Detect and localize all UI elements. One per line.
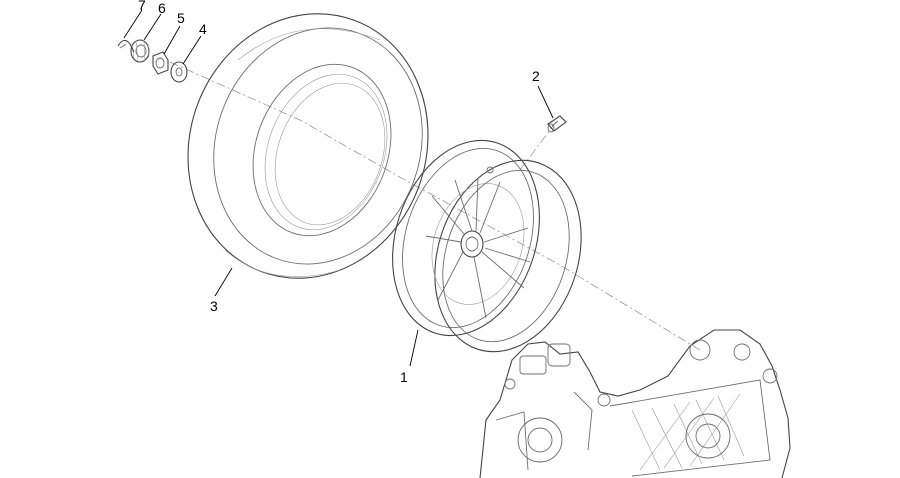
callout-leaders [123, 9, 554, 367]
wheel-axis-line [169, 61, 701, 351]
callout-7: 7 [138, 0, 146, 13]
tyre-valve [547, 115, 567, 133]
callout-2: 2 [532, 68, 540, 84]
engine-crankcase [479, 329, 791, 478]
callout-6: 6 [158, 0, 166, 16]
wheel-rim [392, 139, 582, 353]
crankcase-ribs [631, 393, 745, 471]
washer [170, 61, 188, 83]
valve-axis-line [519, 121, 557, 171]
split-pin [117, 39, 135, 53]
callout-4: 4 [199, 21, 207, 37]
callout-3: 3 [210, 298, 218, 314]
nut [152, 51, 169, 75]
callout-1: 1 [400, 369, 408, 385]
wheel-spokes [425, 177, 531, 319]
callout-5: 5 [177, 10, 185, 26]
tyre [187, 13, 429, 279]
